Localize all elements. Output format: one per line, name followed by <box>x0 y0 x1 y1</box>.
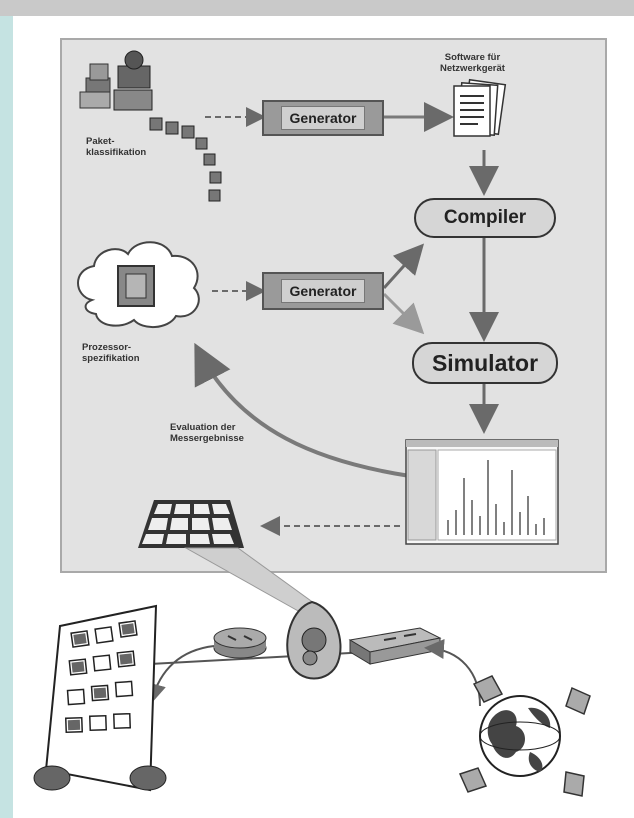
switch-icon <box>348 627 442 665</box>
packet-cubes-icon <box>149 117 222 202</box>
simulator-box: Simulator <box>412 342 558 384</box>
paket-klassifikation-label: Paket- klassifikation <box>86 136 146 158</box>
globe-icon <box>479 695 561 777</box>
document-stack-icon <box>453 78 507 137</box>
router-icon <box>213 627 267 659</box>
prozessor-label: Prozessor- spezifikation <box>82 342 140 364</box>
software-label: Software für Netzwerkgerät <box>440 52 505 74</box>
processor-grid-icon <box>138 500 244 548</box>
paket-label-line1: Paket- <box>86 136 115 147</box>
software-label-line1: Software für <box>444 52 501 63</box>
evaluation-label-line2: Messergebnisse <box>170 433 244 444</box>
building-icon <box>33 604 167 792</box>
processor-cloud-icon <box>77 241 200 328</box>
generator-box-mid: Generator <box>262 272 384 310</box>
generator-mid-label: Generator <box>280 279 366 303</box>
evaluation-label: Evaluation der Messergebnisse <box>170 422 244 444</box>
compiler-box: Compiler <box>414 198 556 238</box>
generator-box-top: Generator <box>262 100 384 136</box>
prozessor-label-line2: spezifikation <box>82 353 140 364</box>
generator-top-label: Generator <box>280 106 366 130</box>
software-label-line2: Netzwerkgerät <box>440 63 505 74</box>
top-bar <box>0 0 634 16</box>
compiler-label: Compiler <box>443 207 527 228</box>
left-accent-strip <box>0 16 13 818</box>
satellite-icon <box>458 675 591 797</box>
network-processor-icon <box>286 600 342 680</box>
measurement-window-icon <box>405 439 559 545</box>
paket-label-line2: klassifikation <box>86 147 147 158</box>
simulator-label: Simulator <box>431 349 539 376</box>
evaluation-label-line1: Evaluation der <box>170 422 236 433</box>
stamp-icon <box>79 50 153 111</box>
prozessor-label-line1: Prozessor- <box>82 342 132 353</box>
